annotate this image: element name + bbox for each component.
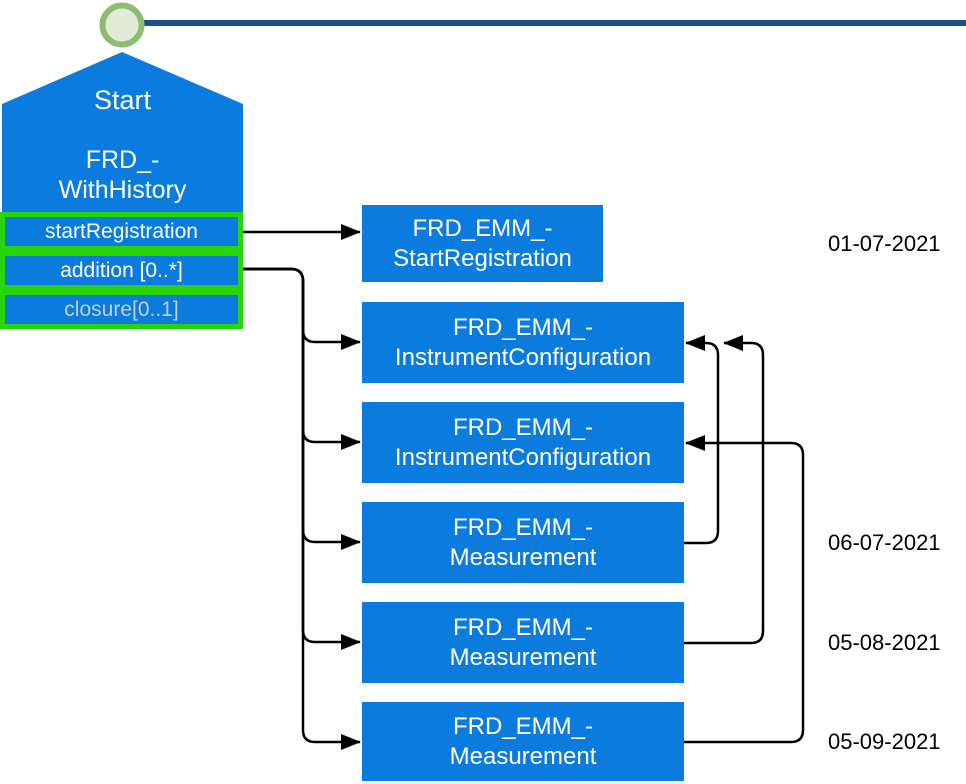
date-label-measurement-2: 05-08-2021 — [828, 630, 941, 655]
operation-label: addition [0..*] — [60, 258, 183, 282]
edge-addition-to-event1 — [243, 267, 361, 350]
edge-addition-to-event2 — [243, 267, 361, 450]
operation-row-startregistration: startRegistration — [0, 212, 243, 251]
operation-label: startRegistration — [45, 219, 198, 243]
event-box-line2: Measurement — [449, 643, 597, 671]
date-label-measurement-1: 06-07-2021 — [828, 530, 941, 555]
event-box-line2: InstrumentConfiguration — [394, 343, 652, 371]
timeline-start-circle — [99, 2, 145, 48]
date-label-startregistration: 01-07-2021 — [828, 231, 941, 256]
operation-row-addition: addition [0..*] — [0, 251, 243, 290]
edge-event4-to-event1 — [684, 335, 765, 645]
start-node-name-line2: WithHistory — [58, 176, 187, 204]
event-box-line1: FRD_EMM_- — [452, 712, 593, 740]
event-box-line1: FRD_EMM_- — [452, 613, 593, 641]
event-box-line1: FRD_EMM_- — [452, 513, 593, 541]
event-box-line2: Measurement — [449, 543, 597, 571]
event-box-line1: FRD_EMM_- — [452, 313, 593, 341]
start-pentagon-shape — [2, 52, 243, 214]
event-box-line1: FRD_EMM_- — [452, 413, 593, 441]
start-node-name: FRD_- WithHistory — [2, 145, 243, 205]
event-box-instrumentconfiguration-1: FRD_EMM_- InstrumentConfiguration — [362, 302, 684, 383]
event-box-measurement-2: FRD_EMM_- Measurement — [362, 602, 684, 683]
event-box-line2: StartRegistration — [393, 244, 572, 272]
edge-addition-to-event4 — [243, 267, 361, 650]
event-box-instrumentconfiguration-2: FRD_EMM_- InstrumentConfiguration — [362, 402, 684, 483]
event-box-startregistration: FRD_EMM_- StartRegistration — [362, 205, 603, 282]
edge-addition-to-event3 — [243, 267, 361, 550]
event-box-measurement-3: FRD_EMM_- Measurement — [362, 702, 684, 781]
date-label-measurement-3: 05-09-2021 — [828, 729, 941, 754]
event-box-line2: Measurement — [449, 742, 597, 770]
event-box-line2: InstrumentConfiguration — [394, 443, 652, 471]
operation-label: closure[0..1] — [64, 297, 179, 321]
start-node-title: Start — [93, 85, 152, 115]
edge-event5-to-event2 — [684, 435, 805, 744]
event-box-line1: FRD_EMM_- — [412, 214, 553, 242]
event-box-measurement-1: FRD_EMM_- Measurement — [362, 502, 684, 583]
operation-row-closure: closure[0..1] — [0, 290, 243, 329]
edge-addition-to-event5 — [243, 267, 361, 750]
start-node-name-line1: FRD_- — [85, 146, 160, 174]
